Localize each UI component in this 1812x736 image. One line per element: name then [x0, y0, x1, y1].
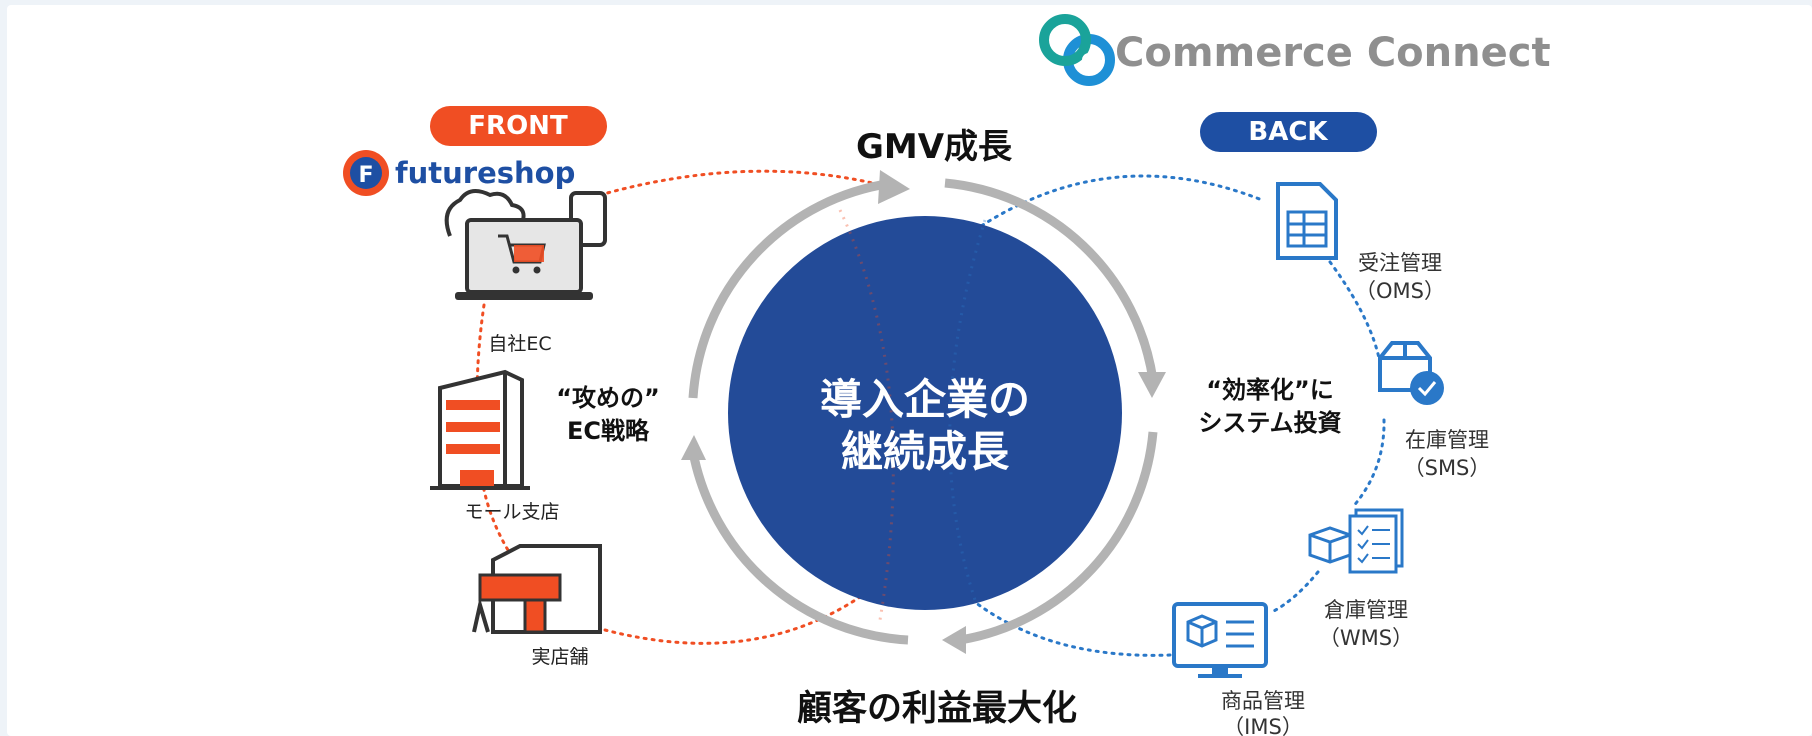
- commerce-connect-logo-mark: [1039, 14, 1115, 86]
- system-label-oms: 受注管理: [1358, 251, 1442, 275]
- futureshop-logo-letter: F: [358, 163, 373, 188]
- system-abbr-oms: （OMS）: [1355, 279, 1445, 303]
- cycle-arrow-head-right: [1138, 372, 1166, 398]
- laptop-cart-icon: [444, 189, 607, 300]
- system-abbr-sms: （SMS）: [1404, 456, 1491, 480]
- cycle-arrow-left-top: [688, 178, 894, 399]
- system-abbr-ims: （IMS）: [1223, 715, 1303, 736]
- back-badge-label: BACK: [1248, 117, 1328, 147]
- front-strategy-line1: “攻めの”: [556, 384, 660, 412]
- warehouse-list-icon: [1308, 508, 1404, 574]
- center-circle-dotted-overlay: [838, 209, 987, 621]
- product-monitor-icon: [1172, 602, 1268, 678]
- system-abbr-wms: （WMS）: [1319, 626, 1413, 650]
- cycle-arrow-left-bottom: [688, 451, 909, 645]
- back-strategy-line2: システム投資: [1198, 409, 1341, 437]
- channel-label-own-ec: 自社EC: [488, 333, 551, 355]
- center-line1: 導入企業の: [820, 375, 1030, 424]
- system-label-sms: 在庫管理: [1405, 428, 1489, 452]
- spreadsheet-icon: [1276, 182, 1338, 260]
- cycle-arrow-head-left: [681, 435, 706, 460]
- channel-label-store: 実店舗: [531, 646, 588, 668]
- cycle-arrow-head-top: [878, 170, 910, 204]
- cycle-arrow-right-top: [944, 178, 1158, 381]
- cycle-top-label: GMV成長: [856, 127, 1013, 167]
- futureshop-logo: F futureshop: [343, 150, 575, 196]
- channel-label-mall: モール支店: [464, 501, 559, 523]
- futureshop-logo-text: futureshop: [395, 156, 575, 190]
- cycle-arrows: [681, 170, 1166, 654]
- center-line2: 継続成長: [841, 427, 1010, 476]
- cycle-arrow-head-bottom: [942, 626, 966, 654]
- front-badge: [430, 106, 607, 146]
- cycle-bottom-label: 顧客の利益最大化: [797, 688, 1077, 729]
- back-badge: [1200, 112, 1377, 152]
- brand-name: Commerce Connect: [1115, 30, 1551, 76]
- center-circle: [728, 216, 1122, 610]
- system-label-ims: 商品管理: [1221, 689, 1305, 713]
- system-label-wms: 倉庫管理: [1324, 598, 1408, 622]
- front-strategy-line2: EC戦略: [567, 417, 650, 445]
- store-icon: [472, 544, 602, 634]
- building-icon: [430, 369, 530, 490]
- box-check-icon: [1378, 341, 1444, 405]
- commerce-connect-logo: Commerce Connect: [1039, 14, 1551, 86]
- front-badge-label: FRONT: [468, 111, 568, 141]
- back-strategy-line1: “効率化”に: [1206, 376, 1334, 404]
- cycle-arrow-right-bottom: [959, 431, 1158, 645]
